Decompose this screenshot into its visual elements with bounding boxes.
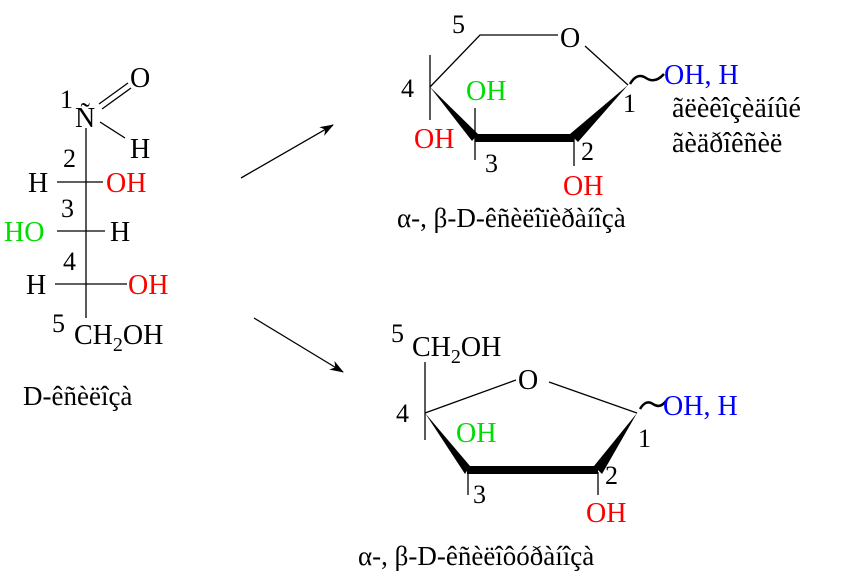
glycosidic-hydroxyl-note: ãëèêîçèäíûé: [672, 93, 801, 124]
c1-number: 1: [60, 85, 73, 114]
c2-number: 2: [581, 137, 594, 166]
bold-bond: [467, 466, 598, 474]
c2-hydroxyl: OH: [586, 498, 626, 529]
wedge-bond: [594, 413, 637, 474]
arrow-to-furanose: [253, 317, 344, 373]
c2-number: 2: [605, 461, 618, 490]
double-bond-line: [101, 87, 132, 110]
pyranose-caption: α-, β-D-êñèëîïèðàíîçà: [397, 203, 626, 233]
c2-hydroxyl: OH: [563, 171, 603, 202]
ring-oxygen: O: [518, 365, 538, 396]
c3-right: H: [110, 217, 130, 248]
c3-hydroxyl: OH: [456, 418, 496, 449]
bond-line: [99, 121, 126, 139]
c3-hydroxyl: OH: [466, 76, 506, 107]
ring-bond: [548, 381, 638, 414]
c1-number: 1: [623, 89, 636, 118]
pyranose-structure: 5 O 4 OH OH 3 2 OH OH, H 1 ãëèêîçèäíûé ã…: [397, 10, 801, 233]
c2-number: 2: [63, 144, 76, 173]
ring-bond: [424, 379, 517, 414]
fischer-caption: D-êñèëîçà: [23, 381, 132, 411]
anomeric-oh-h: OH, H: [664, 60, 739, 91]
arrow-to-pyranose: [240, 124, 334, 179]
c4-number: 4: [63, 247, 76, 276]
wedge-bond: [570, 85, 628, 142]
furanose-caption: α-, β-D-êñèëîôóðàíîçà: [358, 541, 594, 571]
double-bond-line: [98, 82, 129, 105]
ring-bond: [584, 45, 629, 86]
c4-number: 4: [401, 74, 414, 103]
c1-number: 1: [638, 424, 651, 453]
fischer-projection: O 1 Ñ H 2 H OH 3 HO H 4 H OH 5 CH2OH D-ê…: [4, 63, 168, 411]
ring-bond: [429, 34, 558, 88]
c3-left: HO: [4, 217, 44, 248]
c1-atom: Ñ: [75, 103, 95, 134]
c2-right: OH: [106, 168, 146, 199]
c4-hydroxyl: OH: [414, 124, 454, 155]
wedge-bond: [425, 413, 470, 474]
bold-bond: [475, 134, 574, 142]
c3-number: 3: [61, 194, 74, 223]
wavy-bond-icon: [638, 400, 667, 410]
aldehyde-hydrogen: H: [130, 134, 150, 165]
furanose-structure: 5 CH2OH O 4 OH 3 2 OH OH, H 1 α-, β-D-êñ…: [358, 319, 738, 571]
c5-number: 5: [52, 309, 65, 338]
c4-right: OH: [128, 270, 168, 301]
anomeric-oh-h: OH, H: [663, 391, 738, 422]
c3-number: 3: [485, 149, 498, 178]
aldehyde-oxygen: O: [130, 63, 150, 94]
c2-left: H: [28, 168, 48, 199]
glycosidic-hydroxyl-note-2: ãèäðîêñèë: [672, 128, 782, 159]
c5-group: CH2OH: [412, 332, 501, 368]
c4-number: 4: [396, 399, 409, 428]
c4-left: H: [26, 270, 46, 301]
wedge-bond: [430, 87, 478, 141]
ring-oxygen: O: [560, 23, 580, 54]
c3-number: 3: [473, 480, 486, 509]
wavy-bond-icon: [628, 73, 665, 85]
c5-group: CH2OH: [74, 320, 163, 356]
c5-number: 5: [452, 10, 465, 39]
c5-number: 5: [391, 319, 404, 348]
